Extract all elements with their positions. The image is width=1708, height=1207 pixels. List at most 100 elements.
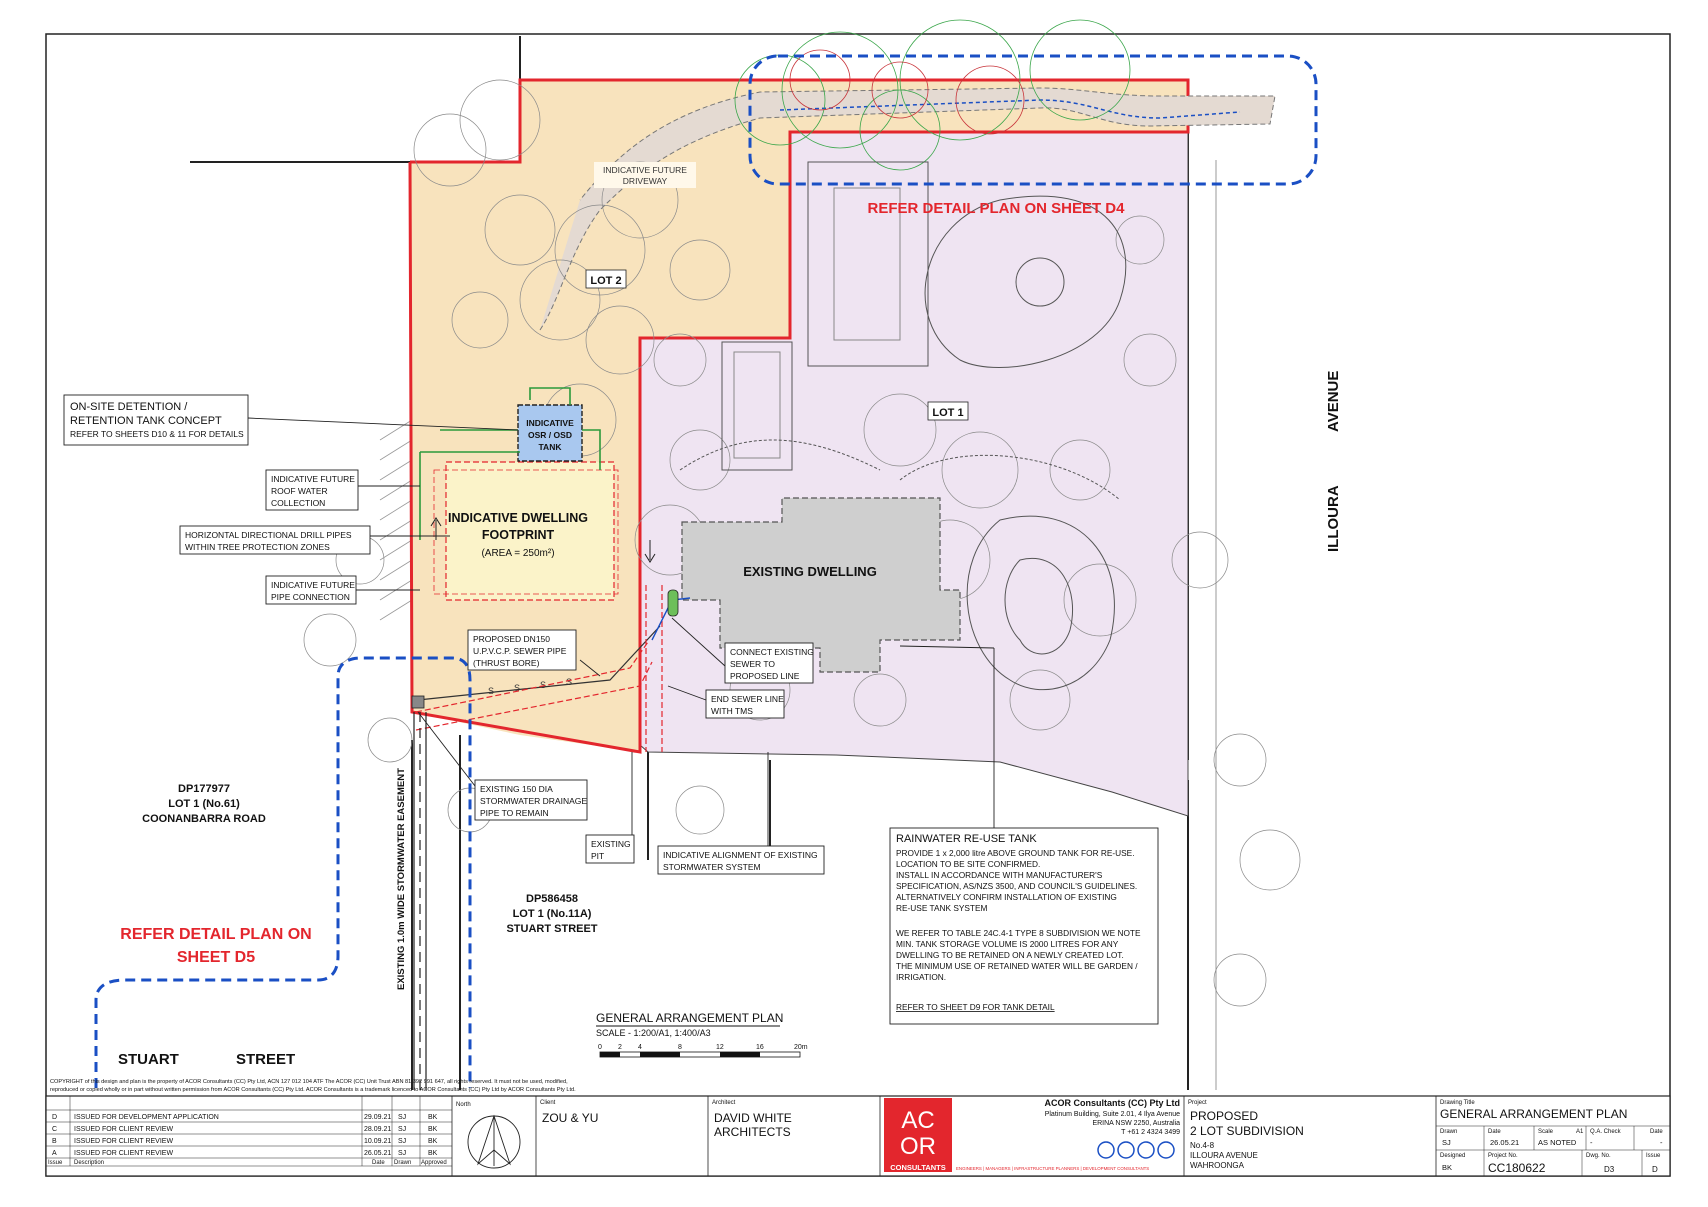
sewer-easement	[415, 585, 663, 752]
svg-text:RE-USE TANK SYSTEM: RE-USE TANK SYSTEM	[896, 903, 988, 913]
drawn-value: SJ	[1442, 1138, 1451, 1147]
svg-text:Issue: Issue	[48, 1160, 63, 1166]
scale-tick-0: 0	[598, 1044, 602, 1051]
callout-sewer-1: PROPOSED DN150	[473, 634, 550, 644]
qa-label: Q.A. Check	[1590, 1129, 1622, 1135]
dwelling-footprint-inner	[433, 469, 619, 595]
svg-text:ALTERNATIVELY CONFIRM INSTALL: ALTERNATIVELY CONFIRM INSTALLATION OF EX…	[896, 892, 1117, 902]
project-line-3: No.4-8	[1190, 1141, 1215, 1150]
callout-roof-water	[265, 469, 359, 511]
stuart-label: STUART	[118, 1051, 179, 1068]
lot-1-label: LOT 1	[932, 407, 963, 419]
stormwater-easement	[413, 712, 427, 1090]
callout-connect-2: SEWER TO	[730, 659, 775, 669]
firm-address-2: ERINA NSW 2250, Australia	[1092, 1120, 1180, 1127]
architect-name-1: DAVID WHITE	[714, 1111, 792, 1125]
street-label: STREET	[236, 1051, 295, 1068]
certification-icons	[1097, 1141, 1175, 1159]
issue-value: D	[1652, 1165, 1658, 1174]
dwg-no-label: Dwg. No.	[1586, 1153, 1611, 1159]
callout-osd-3: REFER TO SHEETS D10 & 11 FOR DETAILS	[70, 429, 244, 439]
callout-osd-1: ON-SITE DETENTION /	[70, 401, 188, 413]
drawing-title-label: Drawing Title	[1440, 1100, 1475, 1106]
client-label: Client	[540, 1100, 556, 1106]
callout-connect-3: PROPOSED LINE	[730, 671, 800, 681]
svg-text:MIN. TANK STORAGE VOLUME IS 20: MIN. TANK STORAGE VOLUME IS 2000 LITRES …	[896, 939, 1119, 949]
tree-root-zones	[789, 49, 1025, 135]
sewer-junction	[667, 589, 679, 617]
svg-text:Drawn: Drawn	[394, 1160, 411, 1166]
svg-text:SJ: SJ	[398, 1150, 406, 1157]
callout-end-2: WITH TMS	[711, 706, 753, 716]
project-label: Project	[1188, 1100, 1207, 1106]
callout-connect	[724, 642, 814, 684]
scale-value: AS NOTED	[1538, 1138, 1577, 1147]
callout-drain-1: EXISTING 150 DIA	[480, 784, 553, 794]
acor-logo: AC OR CONSULTANTS ENGINEERS | MANAGERS |…	[884, 1098, 1149, 1172]
callout-alignment	[657, 845, 825, 875]
callout-end-1: END SEWER LINE	[711, 694, 784, 704]
firm-name: ACOR Consultants (CC) Pty Ltd	[1045, 1098, 1181, 1108]
copyright-line-1: COPYRIGHT of this design and plan is the…	[50, 1079, 568, 1085]
callout-drainage	[474, 779, 588, 821]
plan-title: GENERAL ARRANGEMENT PLAN SCALE - 1:200/A…	[596, 1011, 808, 1058]
svg-text:INSTALL IN ACCORDANCE WITH MAN: INSTALL IN ACCORDANCE WITH MANUFACTURER'…	[896, 870, 1103, 880]
callout-pit	[585, 834, 635, 864]
callout-roof-1: INDICATIVE FUTURE	[271, 474, 355, 484]
svg-text:10.09.21: 10.09.21	[364, 1138, 391, 1145]
scale-tick-1: 2	[618, 1044, 622, 1051]
svg-text:SPECIFICATION, AS/NZS 3500, AN: SPECIFICATION, AS/NZS 3500, AND COUNCIL'…	[896, 881, 1137, 891]
roof-water-pipes	[419, 387, 601, 540]
svg-text:28.09.21: 28.09.21	[364, 1126, 391, 1133]
copyright-line-2: reproduced or copied wholly or in part w…	[50, 1087, 576, 1093]
illoura-label: ILLOURA	[1325, 485, 1342, 552]
project-line-1: PROPOSED	[1190, 1109, 1258, 1123]
scale-tick-2: 4	[638, 1044, 642, 1051]
detail-outline-d5	[94, 656, 472, 1088]
tree-protection-zones	[734, 19, 1131, 171]
scale-tick-6: 20m	[794, 1044, 808, 1051]
svg-text:PROVIDE 1 x 2,000 litre ABOVE: PROVIDE 1 x 2,000 litre ABOVE GROUND TAN…	[896, 848, 1135, 858]
callout-align-1: INDICATIVE ALIGNMENT OF EXISTING	[663, 850, 818, 860]
existing-dwelling	[681, 497, 961, 673]
logo-top: AC	[901, 1107, 934, 1134]
callout-roof-2: ROOF WATER	[271, 486, 328, 496]
drawn-label: Drawn	[1440, 1129, 1457, 1135]
architect-label: Architect	[712, 1100, 736, 1106]
svg-text:A: A	[52, 1150, 57, 1157]
callout-roof-3: COLLECTION	[271, 498, 325, 508]
svg-text:LOCATION TO BE SITE CONFIRMED.: LOCATION TO BE SITE CONFIRMED.	[896, 859, 1040, 869]
issue-label: Issue	[1646, 1153, 1661, 1159]
svg-text:SJ: SJ	[398, 1114, 406, 1121]
issue-rows: D ISSUED FOR DEVELOPMENT APPLICATION 29.…	[48, 1114, 447, 1166]
rainwater-note	[889, 827, 1159, 1025]
svg-text:SJ: SJ	[398, 1126, 406, 1133]
svg-text:S: S	[566, 677, 572, 687]
driveway-centreline	[779, 99, 1241, 119]
lot-2-tag	[585, 269, 627, 289]
rainwater-lines: PROVIDE 1 x 2,000 litre ABOVE GROUND TAN…	[896, 848, 1141, 982]
callout-end-sewer	[705, 689, 785, 719]
callout-sewer-3: (THRUST BORE)	[473, 658, 540, 668]
stormwater-easement-label: EXISTING 1.0m WIDE STORMWATER EASEMENT	[396, 768, 407, 990]
callout-hdd-2: WITHIN TREE PROTECTION ZONES	[185, 542, 330, 552]
north-label: North	[456, 1102, 471, 1108]
svg-text:ISSUED FOR CLIENT REVIEW: ISSUED FOR CLIENT REVIEW	[74, 1150, 173, 1157]
callout-sewer-2: U.P.V.C.P. SEWER PIPE	[473, 646, 567, 656]
west-dp: DP177977	[178, 783, 230, 795]
osd-tank	[517, 404, 583, 462]
callout-align-2: STORMWATER SYSTEM	[663, 862, 761, 872]
firm-phone: T +61 2 4324 3499	[1121, 1129, 1180, 1136]
svg-text:BK: BK	[428, 1138, 438, 1145]
svg-text:S: S	[540, 680, 546, 690]
svg-text:THE MINIMUM USE OF RETAINED WA: THE MINIMUM USE OF RETAINED WATER WILL B…	[896, 961, 1138, 971]
plan-title-text: GENERAL ARRANGEMENT PLAN	[596, 1011, 783, 1025]
designed-label: Designed	[1440, 1153, 1465, 1159]
firm-address-1: Platinum Building, Suite 2.01, 4 Ilya Av…	[1045, 1111, 1180, 1118]
dwelling-footprint-title-2: FOOTPRINT	[482, 528, 555, 542]
lot-2-boundary	[408, 78, 1190, 754]
proposed-sewer-line	[417, 625, 661, 701]
svg-text:WE REFER TO TABLE 24C.4-1 TYPE: WE REFER TO TABLE 24C.4-1 TYPE 8 SUBDIVI…	[896, 928, 1141, 938]
scale-tick-5: 16	[756, 1044, 764, 1051]
